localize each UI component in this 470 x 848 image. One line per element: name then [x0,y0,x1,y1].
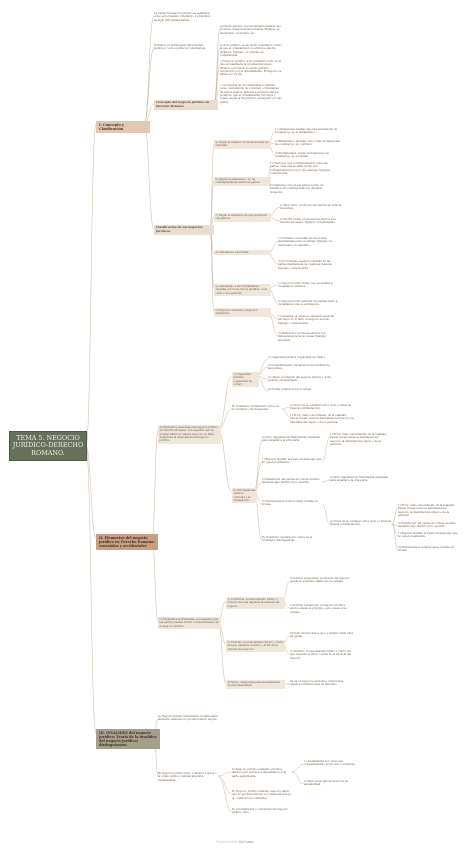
node-convalidacion[interactable]: E) Convalidación y conversión del negoci… [232,808,288,815]
node-clas-momento[interactable]: c) Según el momento en que producen sus … [214,213,271,222]
leaf-unilaterales[interactable]: 1) Unilaterales: bastan una sola declara… [275,128,338,135]
leaf-anulable-vicios[interactable]: 1) Anulabilidad por vicios del consentim… [304,760,356,767]
leaf-error-ejemplo[interactable]: 1) Reserva mental: el sujeto declara alg… [398,532,458,539]
connector-line [391,507,399,525]
leaf-iuris-civilis[interactable]: 1) Negocios iuris civilis: solo accesibl… [278,282,333,289]
connector-line [217,375,233,431]
footer-prefix: Powered with [216,840,238,844]
connector-line [291,763,305,773]
branch-concepto[interactable]: I. Concepto y Clasificación [96,121,150,134]
leaf-gratuitos[interactable]: 2) Gratuitos: una de las partes recibe u… [270,184,324,194]
connector-line [151,429,159,539]
branch-elementos[interactable]: II. Elementos del negocio jurídico en De… [96,534,158,551]
leaf-mortis-causa[interactable]: 2) Mortis causa: producen sus efectos a … [280,218,336,225]
node-clas-ius[interactable]: e) Atendiendo a las formalidades exigida… [214,284,271,296]
leaf-error-reglas[interactable]: 3) Declaraciones iocandi causa: hechas e… [398,546,454,553]
node-ineficaz[interactable]: D) Negocio jurídico ineficaz: negocio vá… [232,790,292,800]
connector-line [217,775,233,813]
connector-line [291,771,305,785]
leaf-error-tipos[interactable]: 1) Error: falso conocimiento de la reali… [398,504,455,517]
connector-line [391,523,399,551]
branch-invalidez[interactable]: III. INVALIDEZ del negocio jurídico: Teo… [96,729,160,750]
node-pandectistas[interactable]: La categoría negocio jurídico se estable… [154,12,211,22]
connector-line [151,537,159,622]
node-condicion[interactable]: 1) Condición: acontecimiento futuro e in… [226,597,285,609]
connector-line [281,406,291,410]
leaf-inter-vivos[interactable]: 1) Inter vivos: producen sus efectos en … [280,204,342,211]
node-acto-juridico[interactable]: b) Acto jurídico: es un hecho voluntario… [220,44,282,57]
connector-line [253,439,263,493]
leaf-capacidad[interactable]: 1) Capacidad jurídica (capacidad de obra… [268,356,326,359]
node-termino[interactable]: 2) Término: acontecimiento futuro y cier… [226,640,285,652]
connector-line [321,503,331,525]
node-inexistente[interactable]: A) Negocio jurídico inexistente: le falt… [158,715,218,722]
leaf-consentimiento[interactable]: 2) Consentimiento (declaración de volunt… [268,364,330,371]
node-clas-causales[interactable]: f) Negocios causales y negocios abstract… [214,308,271,317]
leaf-iuris-gentium[interactable]: 2) Negocios iuris gentium: accesibles ta… [278,300,338,307]
connector-line [281,408,291,418]
node-clas-declaraciones[interactable]: a) Según el número de declaraciones de v… [214,140,271,149]
node-nulo[interactable]: B) Negocio jurídico nulo: contrario a la… [158,772,217,782]
node-hecho-juridico[interactable]: a) Hecho jurídico: acontecimiento natura… [220,25,281,35]
leaf-bilaterales[interactable]: 2) Bilaterales o plurales: dos o más dec… [275,140,341,147]
leaf-cond-suspensiva[interactable]: Condición suspensiva: la eficacia del ne… [290,577,350,584]
node-hechos-actos[interactable]: Romanos ya distinguían entre hechos jurí… [154,44,207,51]
connector-line [321,479,331,483]
connector-line [143,47,155,125]
leaf-reserva[interactable]: 1) Reserva mental: el sujeto declara alg… [262,458,322,465]
connector-line [85,445,97,539]
node-clasificacion[interactable]: Clasificación de los negocios jurídicos [154,225,214,235]
leaf-causales[interactable]: 1) Causales: la causa es elemento esenci… [278,315,334,325]
leaf-formales[interactable]: 1) Formales: necesitan de una forma dete… [278,237,332,247]
label-voluntad[interactable]: b) Discrepancias entre la voluntad y la … [232,488,257,504]
connector-line [217,620,227,685]
connector-line [143,123,155,230]
leaf-error-nulidad[interactable]: 2) Simulación: las partes de común acuer… [398,522,456,529]
node-negocio-juridico[interactable]: c) Negocio jurídico: acto voluntario líc… [220,60,282,77]
leaf-dolo[interactable]: 2) Dolo: maquinación fraudulenta emplead… [262,436,320,443]
node-anulable[interactable]: C) Negocio jurídico anulable: produce ef… [232,768,287,778]
node-definicion[interactable]: » La mayoría de los romanistas lo define… [220,84,282,104]
leaf-violencia-detalle[interactable]: a) Vicios de la voluntad: error, dolo y … [330,520,392,527]
root-topic[interactable]: TEMA 5. NEGOCIO JURÍDICO-DERECHO ROMANO. [10,432,86,460]
root-title: TEMA 5. NEGOCIO JURÍDICO-DERECHO ROMANO. [12,433,84,457]
leaf-plurilaterales[interactable]: 3) Plurilaterales: varias declaraciones … [275,152,329,159]
leaf-forma[interactable]: 4) Forma (cuando la ley lo exige). [268,388,313,391]
leaf-cond-resolutoria[interactable]: Condición resolutoria: el negocio produc… [290,604,347,614]
node-clas-forma[interactable]: d) Atendiendo a la forma: [214,250,271,256]
leaf-termino-tipos[interactable]: Término inicial (dies a quo) y término f… [290,632,354,639]
connector-line [85,123,97,447]
node-clas-contraprestacion[interactable]: b) Según la existencia o no de contrapre… [214,177,271,186]
connector-line [267,253,279,265]
leaf-subsanacion[interactable]: B) Voluntad y declaración: vicios de la … [262,536,313,543]
leaf-error-detalle[interactable]: 1) Error: falso conocimiento de la reali… [330,433,387,446]
leaf-modo[interactable]: Se da en negocios gratuitos: donaciones,… [290,680,344,687]
node-concepto-negocio[interactable]: Concepto del negocio jurídico en Derecho… [154,100,218,110]
leaf-objeto[interactable]: 3) Objeto (contenido del negocio jurídic… [268,376,332,383]
footer-brand: GoConqr [238,840,254,844]
connector-line [143,15,155,125]
leaf-onerosos[interactable]: 1) Onerosos: hay contraprestación entre … [270,162,331,175]
connector-line [217,775,233,795]
leaf-vicios[interactable]: a) Vicios de la voluntad: error, dolo y … [290,404,352,411]
label-esenciales[interactable]: 1) Capacidad jurídica (capacidad de obra… [232,372,259,388]
leaf-iocandi[interactable]: 3) Declaraciones iocandi causa: hechas e… [262,500,318,507]
connector-line [217,771,233,777]
leaf-no-formales[interactable]: 2) No formales: basta la voluntad de las… [278,260,333,270]
node-voluntad[interactable]: B) Voluntad y declaración: vicios de la … [232,405,279,412]
footer-branding: Powered with GoConqr [0,840,470,844]
leaf-dolo-detalle[interactable]: 2) Dolo: maquinación fraudulenta emplead… [330,476,388,483]
node-elementos-accidentales[interactable]: C) Elementos accidentales: son aquellos … [158,617,221,629]
leaf-termino-efectos[interactable]: 2) Término: acontecimiento futuro y cier… [290,650,351,660]
node-elementos-esenciales[interactable]: A) Elementos esenciales del negocio jurí… [158,425,221,444]
leaf-simulacion[interactable]: 2) Simulación: las partes de común acuer… [262,478,320,485]
connector-line [321,436,331,463]
node-modo[interactable]: 3) Modo: carga impuesta al beneficiario … [226,680,285,689]
leaf-error[interactable]: 1) Error: falso conocimiento de la reali… [290,414,354,424]
leaf-anulable-plazo[interactable]: 2) Plazo para ejercer la acción de anula… [304,780,349,787]
leaf-abstractos[interactable]: 2) Abstractos: producen efectos con inde… [278,332,327,342]
